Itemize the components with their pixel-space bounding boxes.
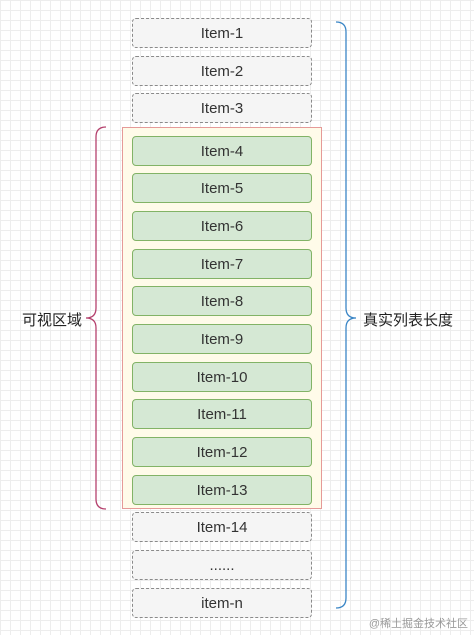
list-item: Item-3 — [132, 93, 312, 123]
list-item: ...... — [132, 550, 312, 580]
list-item: Item-2 — [132, 56, 312, 86]
list-item-visible: Item-12 — [132, 437, 312, 467]
list-item-visible: Item-11 — [132, 399, 312, 429]
total-length-brace — [335, 21, 357, 609]
list-item: Item-14 — [132, 512, 312, 542]
list-item: item-n — [132, 588, 312, 618]
list-item-visible: Item-7 — [132, 249, 312, 279]
visible-area-label: 可视区域 — [22, 312, 83, 329]
list-item-visible: Item-6 — [132, 211, 312, 241]
watermark-text: @稀土掘金技术社区 — [368, 618, 468, 630]
list-item-visible: Item-9 — [132, 324, 312, 354]
list-item: Item-1 — [132, 18, 312, 48]
list-item-visible: Item-10 — [132, 362, 312, 392]
list-item-visible: Item-8 — [132, 286, 312, 316]
total-length-label: 真实列表长度 — [363, 312, 454, 329]
list-item-visible: Item-5 — [132, 173, 312, 203]
list-item-visible: Item-4 — [132, 136, 312, 166]
list-item-visible: Item-13 — [132, 475, 312, 505]
visible-area-brace — [85, 126, 107, 510]
watermark: @稀土掘金技术社区 — [369, 615, 468, 631]
